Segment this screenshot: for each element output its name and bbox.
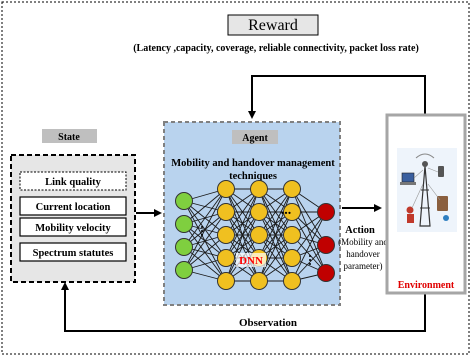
dnn-hidden-node bbox=[217, 203, 235, 221]
dnn-hidden-node bbox=[217, 249, 235, 267]
dnn-edge bbox=[291, 211, 327, 259]
dnn-hidden-node bbox=[250, 226, 268, 244]
dnn-ellipsis-top: ... bbox=[281, 203, 292, 218]
dnn-edge bbox=[225, 188, 260, 236]
dnn-label-bg bbox=[236, 253, 266, 267]
state-item-label: Mobility velocity bbox=[35, 223, 111, 234]
dnn-input-node bbox=[175, 192, 193, 210]
observation-label: Observation bbox=[239, 317, 297, 329]
dnn-ellipsis-dot bbox=[309, 263, 311, 265]
dnn-ellipsis-dot bbox=[201, 226, 203, 228]
dnn-edge bbox=[291, 188, 327, 274]
state-item-label: Link quality bbox=[45, 177, 101, 188]
dnn-ellipsis-dot bbox=[309, 255, 311, 257]
state-header bbox=[42, 129, 97, 143]
state-item-label: Spectrum statutes bbox=[33, 248, 114, 259]
dnn-edge bbox=[183, 188, 227, 271]
laptop-icon bbox=[401, 172, 415, 183]
dnn-edge bbox=[183, 234, 227, 271]
cell-tower-icon bbox=[419, 165, 431, 227]
reward-title: Reward bbox=[248, 17, 298, 34]
dnn-edge bbox=[258, 234, 293, 282]
dnn-edge bbox=[183, 188, 227, 248]
dnn-edge bbox=[183, 188, 227, 225]
dnn-hidden-node bbox=[283, 226, 301, 244]
environment-title: Environment bbox=[398, 280, 455, 291]
dnn-ellipsis-dot bbox=[201, 234, 203, 236]
dnn-output-node bbox=[317, 264, 335, 282]
dnn-input-node bbox=[175, 261, 193, 279]
dnn-edge bbox=[291, 211, 327, 282]
dnn-edge bbox=[183, 211, 227, 271]
action-line1: (Mobility and bbox=[338, 237, 388, 247]
reward-box bbox=[227, 14, 319, 36]
agent-subtitle-line1: Mobility and handover management bbox=[171, 158, 335, 169]
dnn-input-node bbox=[175, 215, 193, 233]
state-item-box bbox=[19, 171, 127, 191]
dnn-edge bbox=[291, 211, 327, 274]
dnn-edge bbox=[258, 188, 293, 236]
agent-title: Agent bbox=[242, 133, 268, 144]
environment-illustration bbox=[397, 148, 457, 232]
dnn-nodes bbox=[175, 180, 335, 290]
dnn-hidden-node bbox=[217, 272, 235, 290]
dnn-ellipsis-dot bbox=[309, 259, 311, 261]
user-icon bbox=[406, 206, 414, 214]
dnn-hidden-node bbox=[217, 180, 235, 198]
dnn-hidden-node bbox=[217, 226, 235, 244]
action-line2: handover bbox=[346, 249, 380, 259]
dnn-output-node bbox=[317, 236, 335, 254]
dnn-hidden-node bbox=[283, 180, 301, 198]
dnn-hidden-node bbox=[283, 272, 301, 290]
dnn-edge bbox=[225, 188, 260, 282]
agent-header bbox=[232, 130, 278, 144]
dnn-edge bbox=[225, 211, 260, 282]
dnn-edge bbox=[291, 188, 327, 246]
dnn-hidden-node bbox=[250, 180, 268, 198]
dnn-label: DNN bbox=[239, 255, 263, 267]
state-item-box bbox=[19, 242, 127, 262]
state-title: State bbox=[58, 132, 80, 143]
phone-icon bbox=[438, 166, 444, 177]
dnn-hidden-node bbox=[283, 249, 301, 267]
dnn-edge bbox=[225, 188, 260, 259]
dnn-input-node bbox=[175, 238, 193, 256]
reward-arrow bbox=[248, 75, 426, 119]
observation-arrow bbox=[61, 282, 426, 332]
reward-metrics: (Latency ,capacity, coverage, reliable c… bbox=[133, 43, 419, 54]
state-item-box bbox=[19, 196, 127, 216]
dnn-edge bbox=[258, 188, 293, 259]
agent-subtitle-line2: techniques bbox=[229, 171, 277, 182]
dnn-hidden-node bbox=[283, 203, 301, 221]
dnn-ellipsis-dot bbox=[201, 230, 203, 232]
dnn-hidden-node bbox=[250, 272, 268, 290]
dnn-output-node bbox=[317, 203, 335, 221]
state-item-label: Current location bbox=[36, 202, 111, 213]
dnn-hidden-node bbox=[250, 203, 268, 221]
state-item-box bbox=[19, 217, 127, 237]
action-title: Action bbox=[345, 225, 375, 236]
action-line3: parameter) bbox=[344, 261, 383, 271]
dnn-edge bbox=[258, 211, 293, 282]
